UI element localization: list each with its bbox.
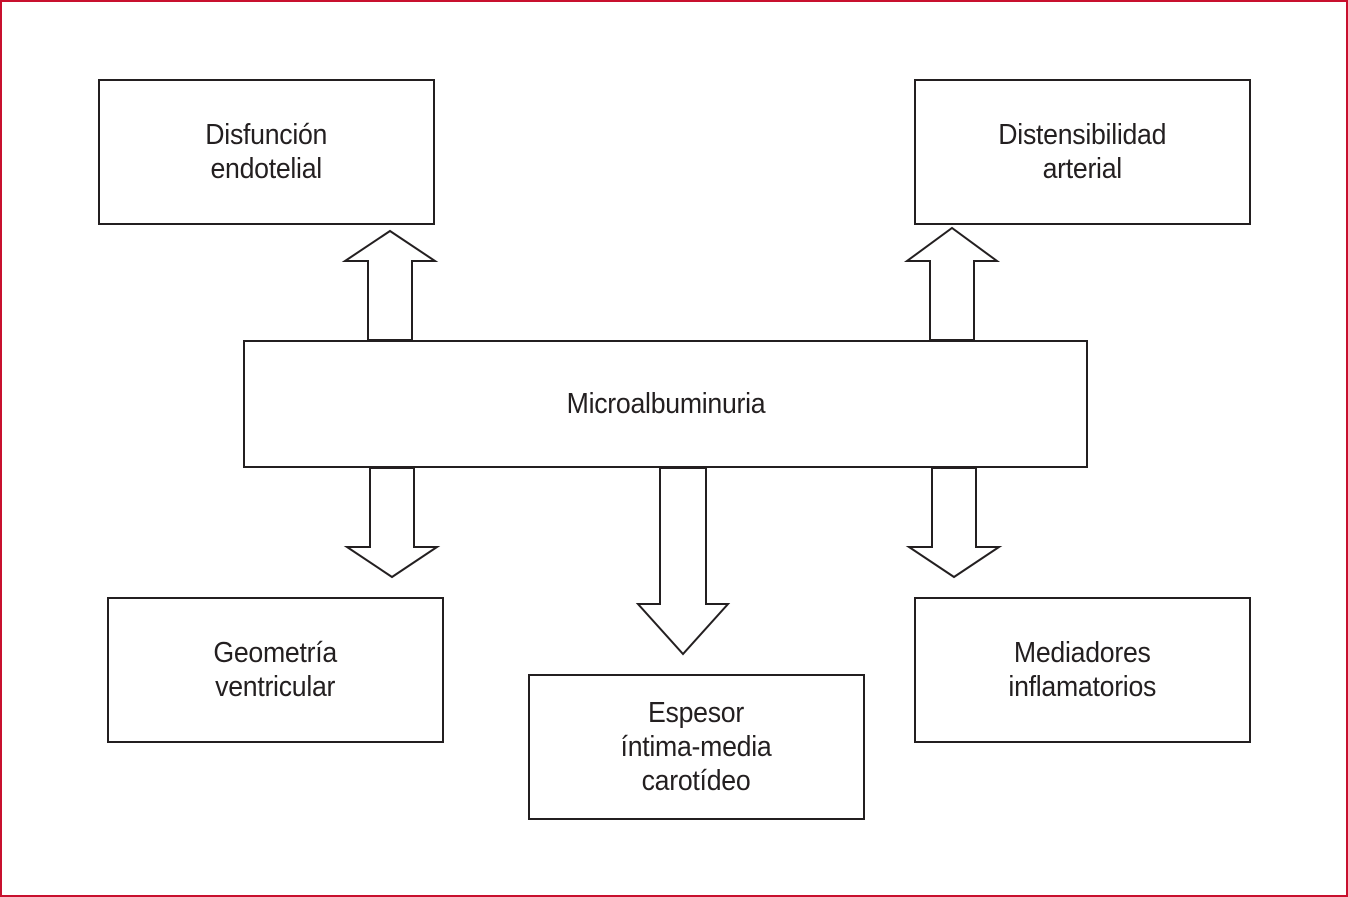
- node-distensibilidad-arterial: Distensibilidad arterial: [914, 79, 1251, 225]
- node-label: Distensibilidad arterial: [999, 118, 1167, 186]
- node-geometria-ventricular: Geometría ventricular: [107, 597, 444, 743]
- arrow-up-disfuncion: [341, 229, 439, 341]
- node-label-line: Disfunción: [205, 119, 328, 151]
- node-microalbuminuria: Microalbuminuria: [243, 340, 1088, 468]
- node-disfuncion-endotelial: Disfunción endotelial: [98, 79, 435, 225]
- arrow-down-geometria: [343, 467, 441, 579]
- node-label-line: arterial: [1042, 153, 1123, 185]
- node-label: Mediadores inflamatorios: [1009, 636, 1157, 704]
- arrow-up-distensibilidad: [903, 226, 1001, 341]
- node-label-line: ventricular: [215, 671, 336, 703]
- node-label-line: íntima-media: [621, 731, 772, 763]
- node-label-line: Espesor: [648, 697, 745, 729]
- node-label-line: Geometría: [213, 637, 338, 669]
- center-label-text: Microalbuminuria: [566, 388, 765, 420]
- node-label: Disfunción endotelial: [206, 118, 328, 186]
- node-espesor-intima-media: Espesor íntima-media carotídeo: [528, 674, 865, 820]
- node-label: Geometría ventricular: [214, 636, 338, 704]
- arrow-down-espesor: [635, 467, 731, 656]
- node-label-line: Mediadores: [1014, 637, 1151, 669]
- node-label: Espesor íntima-media carotídeo: [621, 696, 772, 798]
- node-label-line: Distensibilidad: [998, 119, 1167, 151]
- arrow-down-mediadores: [905, 467, 1003, 579]
- node-label-line: inflamatorios: [1008, 671, 1157, 703]
- node-mediadores-inflamatorios: Mediadores inflamatorios: [914, 597, 1251, 743]
- node-label-line: carotídeo: [642, 765, 751, 797]
- center-label: Microalbuminuria: [566, 387, 765, 421]
- node-label-line: endotelial: [210, 153, 323, 185]
